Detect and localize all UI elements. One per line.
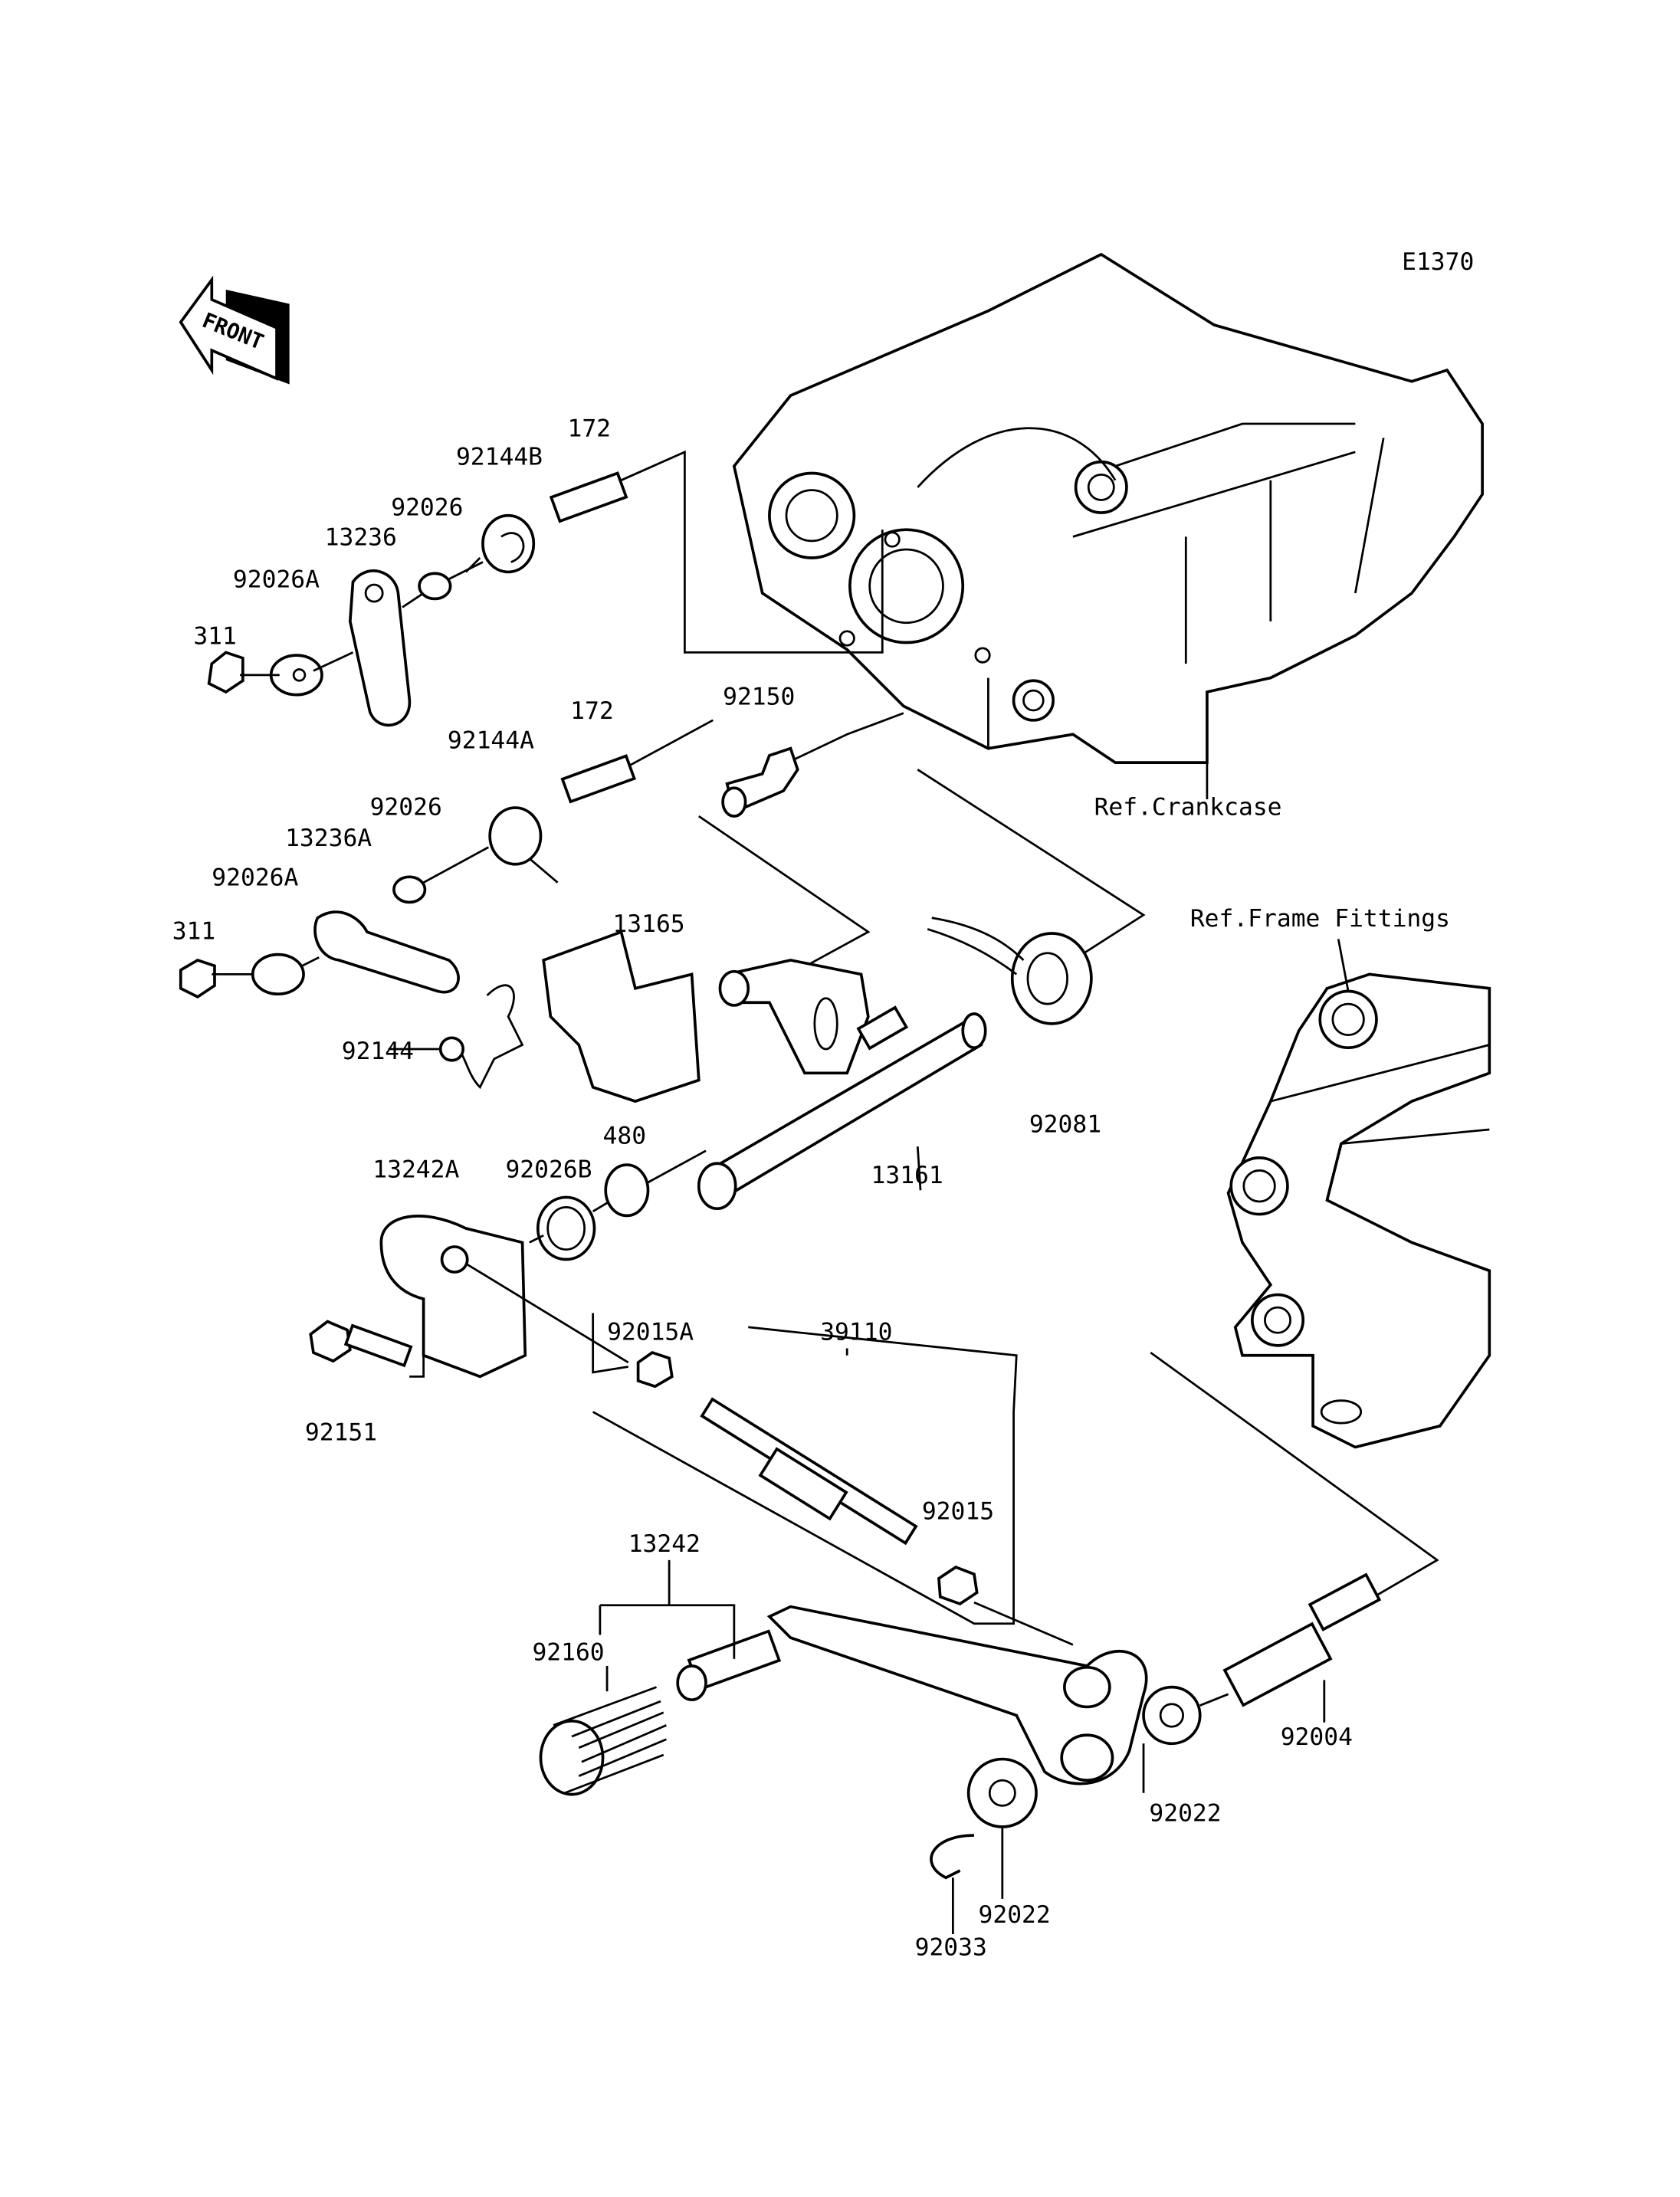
part-label: 172 xyxy=(567,415,611,443)
part-label: 92144 xyxy=(342,1038,414,1065)
part-label: 92033 xyxy=(915,1934,987,1962)
ref-frame-fittings-label: Ref.Frame Fittings xyxy=(1190,905,1450,933)
part-label: 92160 xyxy=(532,1639,604,1667)
part-label: 172 xyxy=(570,697,614,725)
part-label: 92015 xyxy=(922,1497,994,1525)
part-label: 311 xyxy=(172,917,216,945)
part-label: 92004 xyxy=(1281,1723,1353,1751)
crankcase-drawing xyxy=(732,252,1484,799)
parts-lower xyxy=(539,1146,1439,1934)
part-label: 480 xyxy=(603,1122,647,1149)
part-label: 311 xyxy=(193,622,237,650)
part-label: 92026B xyxy=(505,1156,592,1184)
part-label: 92081 xyxy=(1029,1111,1101,1139)
part-label: 13242A xyxy=(372,1156,459,1184)
part-label: 92026 xyxy=(391,494,463,522)
part-label: 92022 xyxy=(1149,1800,1221,1828)
part-label: 92022 xyxy=(979,1901,1051,1929)
frame-fittings-drawing xyxy=(1226,939,1491,1449)
part-label: 92026A xyxy=(212,864,298,891)
parts-upper xyxy=(207,450,884,726)
part-label: 13242 xyxy=(628,1530,701,1558)
part-label: 92144B xyxy=(456,443,543,471)
part-label: 13161 xyxy=(871,1162,943,1189)
part-label: 13165 xyxy=(612,910,684,938)
part-label: 13236A xyxy=(285,825,372,852)
part-label: 92151 xyxy=(305,1418,377,1446)
part-labels: 172 92144B 92026 13236 92026A 311 172 92… xyxy=(172,415,1353,1962)
part-label: 39110 xyxy=(820,1318,892,1346)
ref-crankcase-label: Ref.Crankcase xyxy=(1094,793,1282,821)
part-label: 92150 xyxy=(723,684,795,711)
front-arrow-icon: FRONT xyxy=(179,275,290,385)
part-label: 92144A xyxy=(448,727,534,755)
parts-middle xyxy=(179,712,1146,1379)
part-label: 92026 xyxy=(370,793,442,821)
part-label: 92026A xyxy=(233,566,320,594)
diagram-code: E1370 xyxy=(1402,248,1474,276)
part-label: 92015A xyxy=(607,1318,694,1346)
part-label: 13236 xyxy=(325,523,397,551)
